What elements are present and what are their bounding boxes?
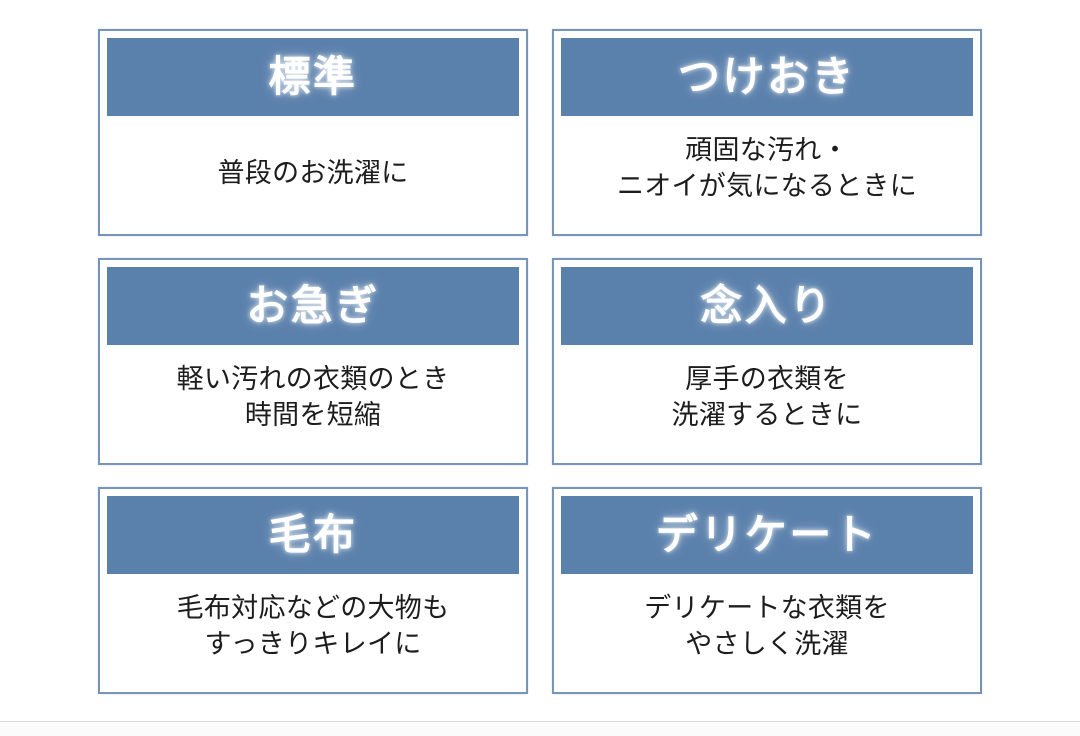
course-card-description: 毛布対応などの大物も すっきりキレイに <box>177 591 450 663</box>
course-card-description: 頑固な汚れ・ ニオイが気になるときに <box>617 133 917 205</box>
course-card-grid: 標準 普段のお洗濯に つけおき 頑固な汚れ・ ニオイが気になるときに <box>98 29 982 694</box>
course-card-description-line: 頑固な汚れ・ <box>685 134 849 165</box>
course-card-description: 厚手の衣類を 洗濯するときに <box>672 362 863 434</box>
course-card-description: 普段のお洗濯に <box>218 156 409 192</box>
course-card-title: 念入り <box>700 282 834 329</box>
course-card-description-line: 毛布対応などの大物も <box>176 592 450 623</box>
course-card-description: デリケートな衣類を やさしく洗濯 <box>644 591 889 663</box>
course-card-body: デリケートな衣類を やさしく洗濯 <box>561 574 973 685</box>
course-card-description: 軽い汚れの衣類のとき 時間を短縮 <box>177 362 450 434</box>
course-card-header: お急ぎ <box>107 267 519 345</box>
course-card-soak[interactable]: つけおき 頑固な汚れ・ ニオイが気になるときに <box>552 29 982 236</box>
course-card-body: 普段のお洗濯に <box>107 116 519 227</box>
footer-divider <box>0 721 1080 722</box>
course-card-header: 毛布 <box>107 496 519 574</box>
course-card-description-line: 厚手の衣類を <box>685 363 849 394</box>
course-card-body: 頑固な汚れ・ ニオイが気になるときに <box>561 116 973 227</box>
course-card-title: お急ぎ <box>246 282 380 329</box>
course-card-description-line: 洗濯するときに <box>671 399 863 430</box>
course-card-description-line: 普段のお洗濯に <box>217 157 409 188</box>
course-card-blanket[interactable]: 毛布 毛布対応などの大物も すっきりキレイに <box>98 487 528 694</box>
course-card-header: 標準 <box>107 38 519 116</box>
course-card-quick[interactable]: お急ぎ 軽い汚れの衣類のとき 時間を短縮 <box>98 258 528 465</box>
course-card-description-line: やさしく洗濯 <box>685 628 849 659</box>
course-card-header: 念入り <box>561 267 973 345</box>
course-card-title: 毛布 <box>268 511 358 558</box>
course-card-description-line: 軽い汚れの衣類のとき <box>176 363 450 394</box>
course-card-title: つけおき <box>677 53 857 100</box>
footer-strip <box>0 722 1080 736</box>
course-card-body: 毛布対応などの大物も すっきりキレイに <box>107 574 519 685</box>
course-card-standard[interactable]: 標準 普段のお洗濯に <box>98 29 528 236</box>
course-card-header: デリケート <box>561 496 973 574</box>
course-card-delicate[interactable]: デリケート デリケートな衣類を やさしく洗濯 <box>552 487 982 694</box>
course-card-body: 厚手の衣類を 洗濯するときに <box>561 345 973 456</box>
course-card-title: デリケート <box>655 511 879 558</box>
course-card-header: つけおき <box>561 38 973 116</box>
course-card-description-line: すっきりキレイに <box>204 628 422 659</box>
course-card-body: 軽い汚れの衣類のとき 時間を短縮 <box>107 345 519 456</box>
course-card-description-line: 時間を短縮 <box>244 399 382 430</box>
course-card-description-line: デリケートな衣類を <box>644 592 890 623</box>
course-card-title: 標準 <box>268 53 358 100</box>
course-card-thorough[interactable]: 念入り 厚手の衣類を 洗濯するときに <box>552 258 982 465</box>
course-card-description-line: ニオイが気になるときに <box>617 170 917 201</box>
